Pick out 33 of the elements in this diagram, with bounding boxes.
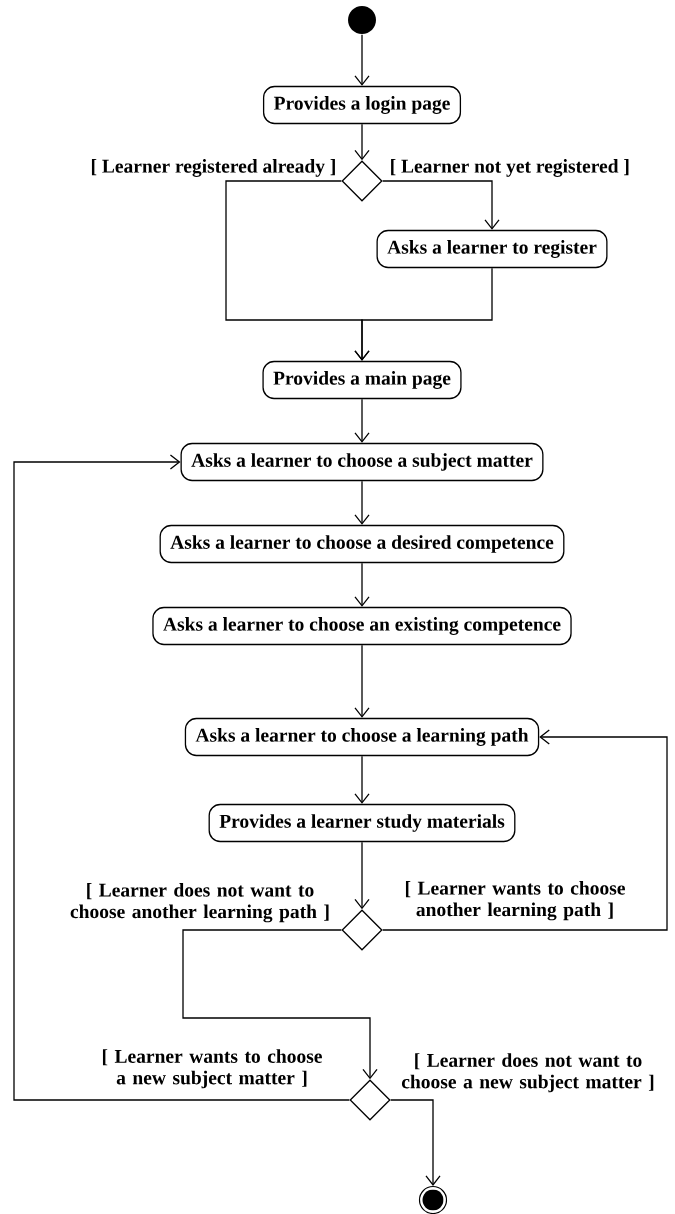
arrow [354,398,370,443]
action-box: Asks a learner to choose an existing competence [152,606,572,646]
action-box: Asks a learner to register [376,229,608,269]
arrow [354,267,493,361]
arrow [182,929,378,1080]
arrow [354,480,370,525]
edge-label: [ Learner wants to choose another learning path ] [405,881,625,921]
arrow [354,644,370,718]
action-box: Provides a learner study materials [208,803,516,843]
edge-label: [ Learner does not want to choose a new subject matter ] [401,1053,654,1093]
edge-label: [ Learner wants to choose a new subject matter ] [102,1049,322,1089]
arrow [382,729,668,931]
action-box: Asks a learner to choose a desired competence [159,524,565,564]
final-node [418,1185,448,1214]
arrow [382,180,500,230]
arrow [13,454,350,1101]
start-node [348,6,376,34]
arrow [354,841,370,910]
decision-diamond [341,909,383,951]
decision-diamond [341,160,383,202]
edge-label: [ Learner registered already ] [91,159,335,177]
edge-label: [ Learner does not want to choose another learning path ] [70,883,329,923]
action-box: Asks a learner to choose a subject matter [180,442,544,482]
action-box: Asks a learner to choose a learning path [184,717,540,757]
action-box: Provides a main page [262,360,462,400]
arrow [354,562,370,607]
arrow [354,123,370,161]
arrow [354,34,370,86]
arrow [354,755,370,804]
action-box: Provides a login page [262,85,462,125]
edge-label: [ Learner not yet registered ] [391,159,629,177]
decision-diamond [349,1079,391,1121]
arrow [390,1099,441,1186]
